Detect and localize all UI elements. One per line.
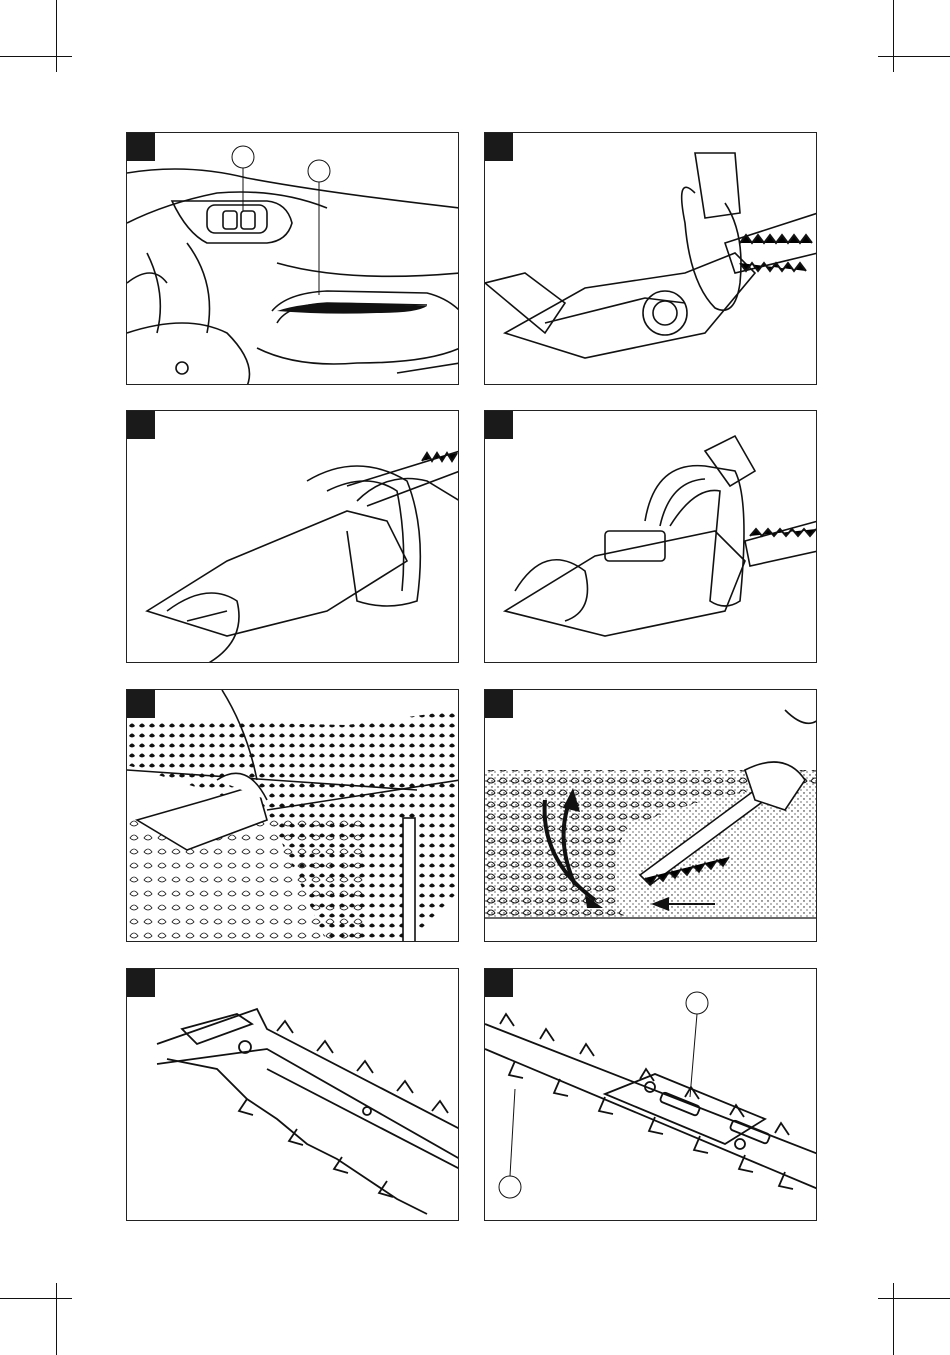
figure-number [127, 969, 155, 997]
figure-panel-2 [484, 132, 817, 385]
hedge-cutting-illustration [127, 690, 459, 942]
switch-and-handle-illustration [127, 133, 459, 385]
crop-mark-bottom-right-h [878, 1298, 950, 1299]
figure-number [127, 690, 155, 718]
figure-number [485, 133, 513, 161]
two-hand-grip-side-illustration [485, 411, 817, 663]
crop-mark-top-left-v [56, 0, 57, 72]
sweep-motion-illustration [485, 690, 817, 942]
figure-number [127, 411, 155, 439]
crop-mark-top-right-h [878, 56, 950, 57]
crop-mark-top-right-v [893, 0, 894, 72]
figure-panel-4 [484, 410, 817, 663]
figure-panel-6 [484, 689, 817, 942]
figure-panel-7 [126, 968, 459, 1221]
blade-close-up-illustration [127, 969, 459, 1221]
figure-number [127, 133, 155, 161]
crop-mark-bottom-left-v [56, 1283, 57, 1355]
crop-mark-bottom-right-v [893, 1283, 894, 1355]
crop-mark-top-left-h [0, 56, 72, 57]
blade-parts-illustration [485, 969, 817, 1221]
figure-panel-1 [126, 132, 459, 385]
crop-mark-bottom-left-h [0, 1298, 72, 1299]
figure-number [485, 690, 513, 718]
two-hand-grip-rear-illustration [127, 411, 459, 663]
figure-panel-3 [126, 410, 459, 663]
front-handle-grip-illustration [485, 133, 817, 385]
figure-number [485, 969, 513, 997]
figure-panel-8 [484, 968, 817, 1221]
figure-number [485, 411, 513, 439]
figure-panel-5 [126, 689, 459, 942]
